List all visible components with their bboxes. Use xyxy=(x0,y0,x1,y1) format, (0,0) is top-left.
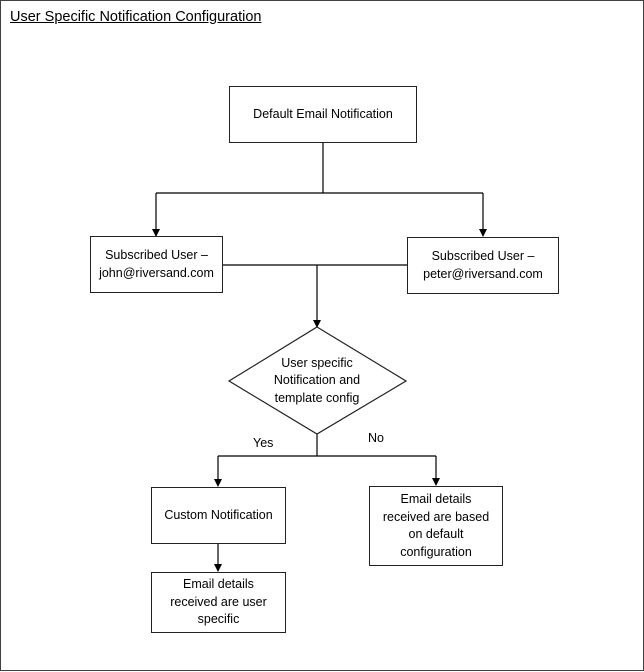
edge-label-no: No xyxy=(368,431,384,445)
decision-label: User specific Notification and template … xyxy=(273,355,361,405)
email-user-specific-box: Email details received are user specific xyxy=(151,572,286,633)
email-user-specific-label: Email details received are user specific xyxy=(170,577,267,627)
email-default-config-label: Email details received are based on defa… xyxy=(382,492,490,559)
custom-notification-label: Custom Notification xyxy=(164,507,273,522)
page-title: User Specific Notification Configuration xyxy=(10,9,262,25)
edge-label-yes: Yes xyxy=(253,436,274,450)
subscribed-user-john-box: Subscribed User – john@riversand.com xyxy=(90,236,223,293)
subscribed-user-peter-label: Subscribed User – peter@riversand.com xyxy=(423,249,543,281)
custom-notification-box: Custom Notification xyxy=(151,487,286,544)
subscribed-user-peter-box: Subscribed User – peter@riversand.com xyxy=(407,237,559,294)
default-email-notification-box: Default Email Notification xyxy=(229,86,417,143)
subscribed-user-john-label: Subscribed User – john@riversand.com xyxy=(99,248,214,280)
default-email-notification-label: Default Email Notification xyxy=(253,106,393,121)
email-default-config-box: Email details received are based on defa… xyxy=(369,486,503,566)
